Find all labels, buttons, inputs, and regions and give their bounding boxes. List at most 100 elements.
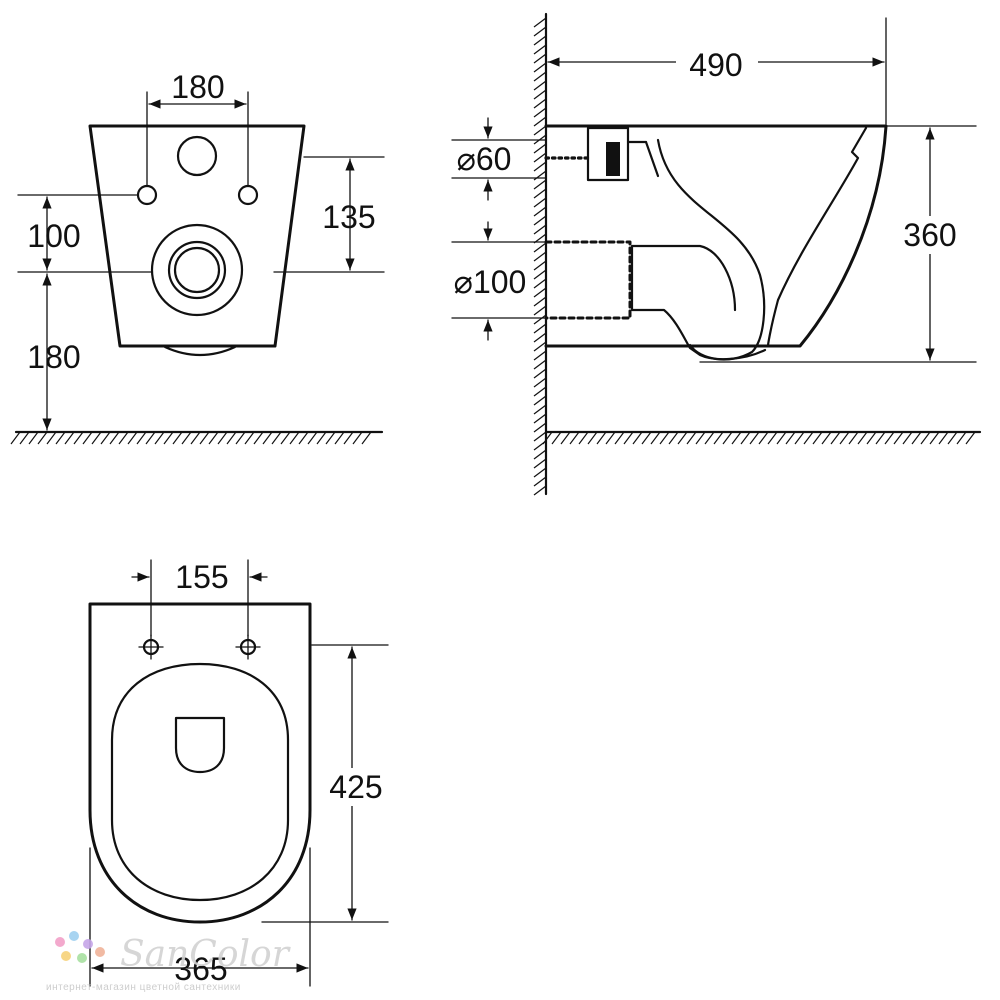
logo-dot <box>95 947 105 957</box>
hatch-stroke <box>533 53 547 64</box>
hatch-stroke <box>533 296 547 307</box>
hatch-stroke <box>533 71 547 82</box>
front-floor-hatching <box>10 431 372 445</box>
hatch-stroke <box>136 431 147 445</box>
hatch-stroke <box>533 116 547 127</box>
front-view-body <box>88 124 306 348</box>
hatch-stroke <box>361 431 372 445</box>
hatch-stroke <box>271 431 282 445</box>
hatch-stroke <box>533 341 547 352</box>
hatch-stroke <box>551 431 562 445</box>
hatch-stroke <box>533 350 547 361</box>
hatch-stroke <box>533 269 547 280</box>
hatch-stroke <box>208 431 219 445</box>
hatch-stroke <box>154 431 165 445</box>
front-view: 180 100 180 135 <box>10 69 385 445</box>
hatch-stroke <box>145 431 156 445</box>
hatch-stroke <box>533 152 547 163</box>
hatch-stroke <box>713 431 724 445</box>
hatch-stroke <box>190 431 201 445</box>
hatch-stroke <box>533 404 547 415</box>
hatch-stroke <box>163 431 174 445</box>
hatch-stroke <box>812 431 823 445</box>
hatch-stroke <box>533 377 547 388</box>
hatch-stroke <box>560 431 571 445</box>
hatch-stroke <box>965 431 976 445</box>
bolt-hole-right <box>235 634 261 660</box>
hatch-stroke <box>857 431 868 445</box>
hatch-stroke <box>533 467 547 478</box>
hatch-stroke <box>533 314 547 325</box>
hatch-stroke <box>298 431 309 445</box>
water-inlet-hole <box>176 135 218 177</box>
side-view: ⌀60 ⌀100 490 360 <box>451 12 982 496</box>
hatch-stroke <box>199 431 210 445</box>
hatch-stroke <box>533 17 547 28</box>
hatch-stroke <box>533 89 547 100</box>
hatch-stroke <box>316 431 327 445</box>
hatch-stroke <box>533 197 547 208</box>
hatch-stroke <box>289 431 300 445</box>
hatch-stroke <box>542 431 553 445</box>
hatch-stroke <box>533 359 547 370</box>
hatch-stroke <box>929 431 940 445</box>
outlet-inner-ring <box>173 246 221 294</box>
side-view-body <box>544 124 888 348</box>
hatch-stroke <box>533 458 547 469</box>
hatch-stroke <box>884 431 895 445</box>
outlet-outer-ring <box>150 223 244 317</box>
hatch-stroke <box>902 431 913 445</box>
outlet-dashed-outline <box>544 240 632 320</box>
water-inlet-fitting <box>586 126 630 182</box>
hatch-stroke <box>767 431 778 445</box>
dim-label-height: 360 <box>903 217 956 253</box>
hatch-stroke <box>109 431 120 445</box>
hatch-stroke <box>614 431 625 445</box>
watermark: SanColor интернет-магазин цветной сантех… <box>46 931 291 993</box>
dim-label-outlet-diameter: ⌀100 <box>454 264 527 300</box>
hatch-stroke <box>127 431 138 445</box>
hatch-stroke <box>848 431 859 445</box>
hatch-stroke <box>731 431 742 445</box>
hatch-stroke <box>280 431 291 445</box>
hatch-stroke <box>533 395 547 406</box>
hatch-stroke <box>659 431 670 445</box>
hatch-stroke <box>226 431 237 445</box>
water-inlet-seal <box>606 142 620 176</box>
hatch-stroke <box>64 431 75 445</box>
hatch-stroke <box>758 431 769 445</box>
hatch-stroke <box>569 431 580 445</box>
hatch-stroke <box>677 431 688 445</box>
hatch-stroke <box>91 431 102 445</box>
hatch-stroke <box>533 422 547 433</box>
bolt-hole-left <box>138 634 164 660</box>
hatch-stroke <box>632 431 643 445</box>
hatch-stroke <box>596 431 607 445</box>
hatch-stroke <box>821 431 832 445</box>
logo-dot <box>77 953 87 963</box>
hatch-stroke <box>262 431 273 445</box>
hatch-stroke <box>533 368 547 379</box>
hatch-stroke <box>533 143 547 154</box>
hatch-stroke <box>352 431 363 445</box>
hatch-stroke <box>704 431 715 445</box>
hatch-stroke <box>533 332 547 343</box>
hatch-stroke <box>533 161 547 172</box>
hatch-stroke <box>533 413 547 424</box>
top-view-body <box>88 602 312 924</box>
hatch-stroke <box>533 449 547 460</box>
hatch-stroke <box>533 206 547 217</box>
hatch-stroke <box>533 485 547 496</box>
dim-label-hole-spacing: 100 <box>27 218 80 254</box>
hatch-stroke <box>244 431 255 445</box>
hatch-stroke <box>533 107 547 118</box>
hatch-stroke <box>28 431 39 445</box>
hatch-stroke <box>722 431 733 445</box>
hatch-stroke <box>217 431 228 445</box>
hatch-stroke <box>253 431 264 445</box>
side-view-outlet-pipe <box>630 244 767 361</box>
hatch-stroke <box>235 431 246 445</box>
dim-label-inlet-diameter: ⌀60 <box>457 141 512 177</box>
logo-dot <box>55 937 65 947</box>
hatch-stroke <box>172 431 183 445</box>
